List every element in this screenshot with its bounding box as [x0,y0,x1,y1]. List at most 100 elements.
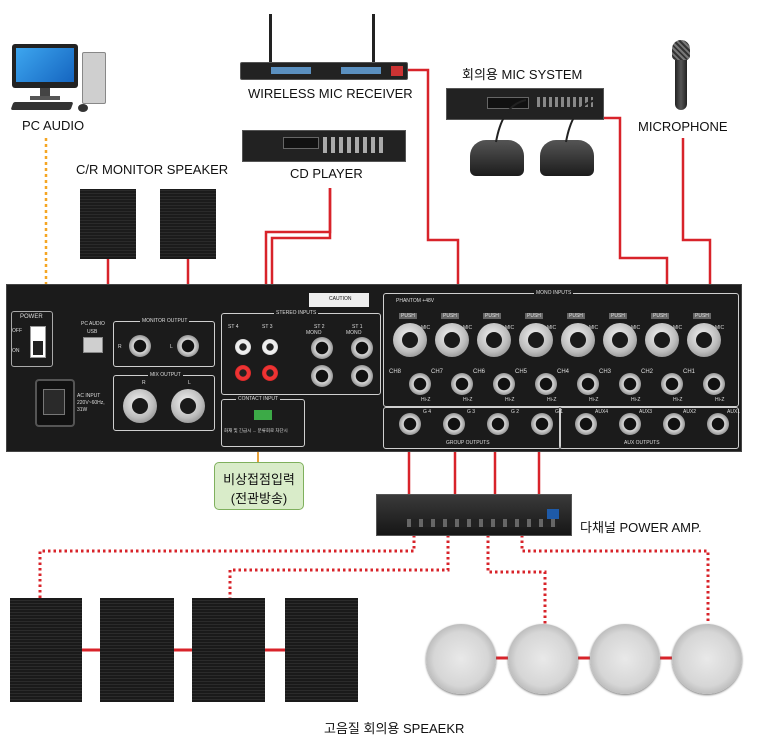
group-label: G 4 [423,409,432,415]
mono-hiz-jack-ch1[interactable] [703,373,725,395]
phantom-label: PHANTOM +48V [396,298,435,304]
pc-audio-panel-label: PC AUDIO [81,321,105,327]
push-label: PUSH [651,313,669,319]
power-on-label: ON [12,348,20,354]
mono-hiz-jack-ch8[interactable] [409,373,431,395]
st1-mono-label: MONO [346,330,362,336]
mono-inputs-label: MONO INPUTS [534,290,574,296]
st1-l-jack[interactable] [351,337,373,359]
mono-hiz-jack-ch7[interactable] [451,373,473,395]
mix-output-r-xlr[interactable] [123,389,157,423]
group-label: G 3 [467,409,476,415]
ceiling-speaker-2 [508,624,578,694]
aux-label: AUX3 [639,409,653,415]
st3-l-rca[interactable] [262,339,278,355]
channel-label-ch4: CH4 [557,369,570,375]
st1-r-jack[interactable] [351,365,373,387]
contact-input-section: CONTACT INPUT 화재 및 긴급시 ... 분류회로 차단시 [221,396,305,447]
st2-mono-label: MONO [306,330,322,336]
mix-output-label: MIX OUTPUT [148,372,183,378]
aux-outputs-label: AUX OUTPUTS [622,440,662,446]
power-switch[interactable] [30,326,46,358]
mono-hiz-jack-ch3[interactable] [619,373,641,395]
mic-system-label: 회의용 MIC SYSTEM [462,67,583,82]
emergency-line2: (전관방송) [230,491,288,506]
mono-xlr-ch4[interactable] [561,323,595,357]
power-section: POWER OFF ON [11,311,53,367]
ac-inlet[interactable] [35,379,75,427]
monitor-output-label: MONITOR OUTPUT [140,318,190,324]
mono-hiz-jack-ch6[interactable] [493,373,515,395]
amp-out-1 [38,535,416,598]
group-output-jack[interactable] [443,413,465,435]
mono-xlr-ch6[interactable] [477,323,511,357]
st2-l-jack[interactable] [311,337,333,359]
hiz-label: Hi-Z [715,397,725,403]
push-label: PUSH [693,313,711,319]
aux-label: AUX4 [595,409,609,415]
aux-label: AUX1 [727,409,741,415]
hiz-label: Hi-Z [505,397,515,403]
mono-xlr-ch1[interactable] [687,323,721,357]
channel-label-ch1: CH1 [683,369,696,375]
monitor-output-l-jack[interactable] [177,335,199,357]
channel-label-ch5: CH5 [515,369,528,375]
power-amp-label: 다채널 POWER AMP. [580,520,702,535]
channel-label-ch8: CH8 [389,369,402,375]
group-output-jack[interactable] [487,413,509,435]
mic-system-unit [446,88,604,120]
group-output-jack[interactable] [531,413,553,435]
mix-output-l-xlr[interactable] [171,389,205,423]
aux-output-jack[interactable] [619,413,641,435]
contact-terminal[interactable] [254,410,272,420]
hiz-label: Hi-Z [463,397,473,403]
st2-r-jack[interactable] [311,365,333,387]
channel-label-ch7: CH7 [431,369,444,375]
mono-xlr-ch8[interactable] [393,323,427,357]
group-outputs-label: GROUP OUTPUTS [444,440,492,446]
mono-hiz-jack-ch2[interactable] [661,373,683,395]
mic-label: MIC [547,325,557,331]
mono-inputs-section: MONO INPUTS PHANTOM +48V [383,290,739,407]
mic-label: MIC [631,325,641,331]
usb-port[interactable] [83,337,103,353]
group-output-jack[interactable] [399,413,421,435]
power-off-label: OFF [12,328,22,334]
mono-xlr-ch3[interactable] [603,323,637,357]
monitor-output-r-jack[interactable] [129,335,151,357]
mic-label: MIC [589,325,599,331]
st4-l-rca[interactable] [235,339,251,355]
st4-r-rca[interactable] [235,365,251,381]
mono-xlr-ch2[interactable] [645,323,679,357]
push-label: PUSH [441,313,459,319]
group-outputs-section: GROUP OUTPUTS [383,407,561,449]
monitor-speaker-right [160,189,216,259]
ceiling-speaker-3 [590,624,660,694]
group-label: G 2 [511,409,520,415]
group-label: G 1 [555,409,564,415]
mic-label: MIC [673,325,683,331]
box-speaker-3 [192,598,265,702]
push-label: PUSH [567,313,585,319]
ac-spec-label: 220V~60Hz, [77,400,105,406]
mono-hiz-jack-ch5[interactable] [535,373,557,395]
mic-label: MIC [505,325,515,331]
mono-hiz-jack-ch4[interactable] [577,373,599,395]
aux-output-jack[interactable] [707,413,729,435]
box-speaker-1 [10,598,82,702]
mono-xlr-ch7[interactable] [435,323,469,357]
aux-output-jack[interactable] [663,413,685,435]
cd-player-label: CD PLAYER [290,166,363,181]
aux-output-jack[interactable] [575,413,597,435]
st2-label: ST 2 [314,324,325,330]
mono-xlr-ch5[interactable] [519,323,553,357]
aux-label: AUX2 [683,409,697,415]
power-label: POWER [20,314,43,320]
st3-r-rca[interactable] [262,365,278,381]
mixer-back-panel: POWER OFF ON PC AUDIO USB AC INPUT 220V~… [6,284,742,452]
amp-out-3 [486,535,547,628]
mic-system-delegate-2 [540,140,594,176]
mix-l-label: L [188,380,191,386]
stereo-inputs-section: STEREO INPUTS ST 4 ST 3 ST 2 MONO ST 1 M… [221,310,381,395]
